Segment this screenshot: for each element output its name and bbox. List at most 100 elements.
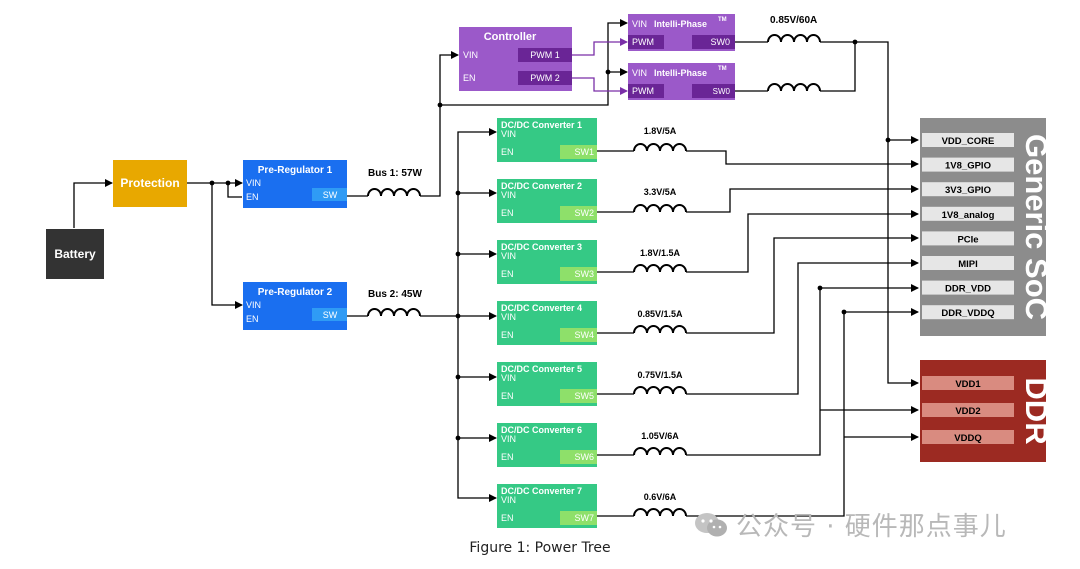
wire-enable-prereg: [227, 183, 242, 198]
core-voltage-label: 0.85V/60A: [770, 15, 817, 26]
bus2-label: Bus 2: 45W: [368, 289, 422, 300]
pwm-wires: [572, 38, 628, 95]
inductor-bus2: [367, 308, 421, 317]
ddr-rail: VDD2: [922, 403, 1014, 417]
converter-rating: 0.85V/1.5A: [637, 309, 683, 319]
intelli2-tm: TM: [718, 66, 727, 72]
inductor-core-1: [767, 34, 821, 43]
bus1-label: Bus 1: 57W: [368, 168, 422, 179]
controller-block: Controller VIN EN PWM 1 PWM 2: [459, 27, 572, 91]
soc-rail-label: MIPI: [958, 259, 978, 270]
battery-label: Battery: [54, 247, 96, 261]
controller-title: Controller: [484, 31, 537, 43]
soc-rail: DDR_VDDQ: [922, 305, 1014, 320]
watermark-text: 公众号 · 硬件那点事儿: [736, 512, 1007, 542]
converter-sw: SW4: [574, 330, 594, 340]
converter-vin: VIN: [501, 129, 516, 139]
intelli1-sw: SW0: [710, 37, 730, 47]
wire-protection-prereg2: [211, 183, 243, 309]
soc-rail-label: VDD_CORE: [942, 136, 995, 147]
pre-regulator-2: Pre-Regulator 2 VIN EN SW: [243, 282, 347, 330]
ddr-rail-label: VDDQ: [954, 433, 981, 444]
soc-title: Generic SoC: [1019, 134, 1054, 320]
converter-rating: 3.3V/5A: [644, 187, 677, 197]
wire-bus1-to-intelli: [440, 19, 628, 106]
battery-block: Battery: [46, 229, 104, 279]
soc-rail: DDR_VDD: [922, 280, 1014, 295]
converter-en: EN: [501, 208, 514, 218]
inductor-conv3: [633, 264, 687, 273]
inductor-conv7: [633, 508, 687, 517]
prereg2-title: Pre-Regulator 2: [258, 287, 333, 298]
converter-rating: 1.05V/6A: [641, 431, 679, 441]
protection-block: Protection: [113, 160, 187, 207]
soc-rail: 1V8_analog: [922, 206, 1014, 221]
converter-sw: SW7: [574, 513, 594, 523]
ddr-rail: VDDQ: [922, 430, 1014, 444]
converter-title: DC/DC Converter 2: [501, 181, 582, 191]
soc-rail-label: 3V3_GPIO: [945, 185, 991, 196]
converter-en: EN: [501, 330, 514, 340]
pre-regulator-1: Pre-Regulator 1 VIN EN SW: [243, 160, 347, 208]
converter-en: EN: [501, 269, 514, 279]
converter-sw: SW1: [574, 147, 594, 157]
ddr-rail-label: VDD2: [955, 406, 980, 417]
intelli2-title: Intelli-Phase: [654, 68, 707, 78]
intelli2-vin: VIN: [632, 68, 647, 78]
soc-rails: VDD_CORE 1V8_GPIO 3V3_GPIO 1V8_analogPCIeMI…: [922, 133, 1014, 320]
converter-vin: VIN: [501, 312, 516, 322]
wires: [73, 19, 919, 517]
converter-title: DC/DC Converter 5: [501, 364, 582, 374]
wire-bus1-to-controller: [420, 51, 459, 197]
soc-rail: PCIe: [922, 231, 1014, 246]
controller-pwm1: PWM 1: [530, 50, 560, 60]
converter-title: DC/DC Converter 1: [501, 120, 582, 130]
wire-bus2-trunk-down: [457, 316, 497, 502]
converter-title: DC/DC Converter 7: [501, 486, 582, 496]
controller-vin: VIN: [463, 50, 478, 60]
inductor-conv6: [633, 447, 687, 456]
converter-sw: SW6: [574, 452, 594, 462]
converter-rating: 1.8V/1.5A: [640, 248, 681, 258]
intelli-phase-1: VIN Intelli-Phase TM PWM SW0: [628, 14, 735, 51]
inductor-core-2: [767, 83, 821, 92]
ddr-rail-label: VDD1: [955, 379, 981, 390]
converter-vin: VIN: [501, 190, 516, 200]
intelli1-tm: TM: [718, 17, 727, 23]
inductor-conv1: [633, 143, 687, 152]
soc-rail-label: DDR_VDD: [945, 284, 991, 295]
soc-rail: 3V3_GPIO: [922, 182, 1014, 197]
converter-sw: SW2: [574, 208, 594, 218]
watermark: 公众号 · 硬件那点事儿: [694, 506, 1007, 543]
converter-sw: SW5: [574, 391, 594, 401]
inductor-conv4: [633, 325, 687, 334]
intelli1-pwm: PWM: [632, 37, 654, 47]
soc-rail-label: 1V8_GPIO: [945, 161, 991, 172]
ddr-rail: VDD1: [922, 376, 1014, 390]
wire-bus2-trunk: [420, 128, 497, 317]
junction-dots: [209, 39, 891, 441]
soc-rail: MIPI: [922, 256, 1014, 270]
converter-en: EN: [501, 391, 514, 401]
prereg1-vin: VIN: [246, 178, 261, 188]
wechat-icon: [695, 512, 727, 536]
converter-vin: VIN: [501, 251, 516, 261]
intelli2-pwm: PWM: [632, 86, 654, 96]
converter-vin: VIN: [501, 434, 516, 444]
converter-en: EN: [501, 147, 514, 157]
intelli-phase-2: VIN Intelli-Phase TM PWM SW0: [628, 63, 735, 100]
inductor-conv2: [633, 204, 687, 213]
generic-soc-block: Generic SoC VDD_CORE 1V8_GPIO 3V3_GPIO 1V8_…: [920, 118, 1054, 336]
soc-rail-label: PCIe: [957, 234, 978, 245]
intelli1-title: Intelli-Phase: [654, 19, 707, 29]
figure-caption: Figure 1: Power Tree: [469, 540, 611, 556]
prereg1-title: Pre-Regulator 1: [258, 165, 333, 176]
